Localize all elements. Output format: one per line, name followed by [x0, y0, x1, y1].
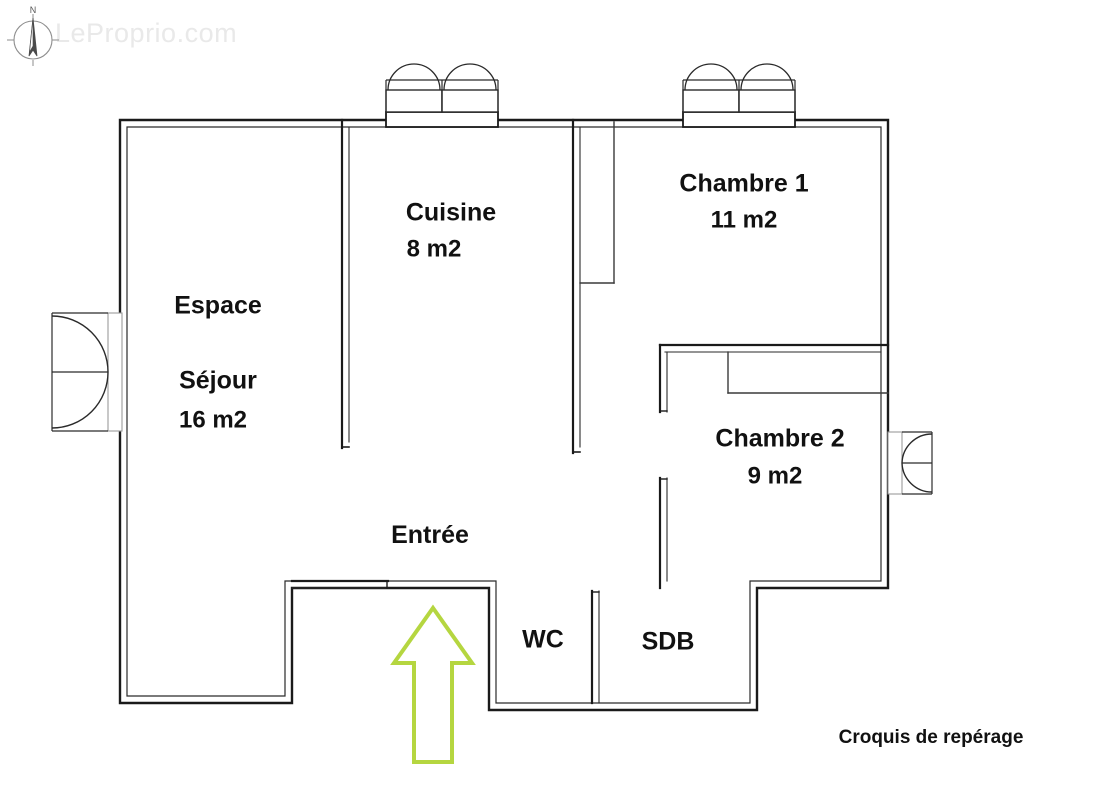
- partition-cuisine-hall: [571, 118, 581, 455]
- partition-chambre1-chambre2: [658, 343, 890, 353]
- room-wc-name: WC: [522, 626, 564, 654]
- room-label-chambre-1: Chambre 1 11 m2: [679, 170, 808, 234]
- watermark-text: LeProprio.com: [55, 18, 237, 48]
- compass-needle-highlight: [29, 17, 34, 53]
- room-label-espace-sejour: Espace Séjour 16 m2: [174, 292, 262, 434]
- window-bedroom1-frame: [682, 111, 796, 128]
- partition-wc-sdb: [590, 589, 600, 705]
- room-sdb-name: SDB: [642, 628, 695, 656]
- room-chambre2-name: Chambre 2: [715, 425, 844, 453]
- windows-group: [385, 63, 796, 128]
- entry-label: Entrée: [391, 521, 469, 549]
- entry-arrow: [390, 604, 476, 764]
- wall-chambre2-west-lower: [658, 476, 668, 590]
- door-chambre2-east-swing-lower: [901, 462, 933, 493]
- room-espace-name-line1: Espace: [174, 292, 262, 320]
- window-kitchen: [385, 63, 499, 128]
- wall-chambre2-west-upper: [658, 343, 668, 414]
- room-label-wc: WC: [522, 626, 564, 654]
- room-labels: Espace Séjour 16 m2 Cuisine 8 m2 Chambre…: [174, 170, 844, 656]
- compass-rose: N: [7, 5, 59, 66]
- compass-north-label: N: [30, 5, 37, 15]
- room-cuisine-area: 8 m2: [407, 235, 462, 262]
- window-bedroom1-leaf-right-box: [738, 89, 796, 113]
- doors-group: [51, 312, 933, 495]
- door-sejour-west: [51, 312, 123, 432]
- closet-chambre1: [579, 121, 615, 284]
- room-chambre1-name: Chambre 1: [679, 170, 808, 198]
- window-bedroom1-leaf-left-box: [682, 89, 740, 113]
- room-chambre1-area: 11 m2: [711, 206, 778, 233]
- room-label-cuisine: Cuisine 8 m2: [406, 199, 496, 263]
- door-sejour-west-swing-lower: [51, 371, 109, 429]
- door-sejour-west-frame: [107, 312, 123, 432]
- door-sejour-west-swing-upper: [51, 315, 109, 373]
- door-chambre2-east-frame: [887, 431, 903, 495]
- window-kitchen-frame: [385, 111, 499, 128]
- window-bedroom1: [682, 63, 796, 128]
- room-chambre2-area: 9 m2: [748, 462, 803, 489]
- closet-chambre2: [727, 351, 889, 394]
- entry-arrow-shape: [390, 604, 476, 764]
- plan-caption: Croquis de repérage: [839, 727, 1024, 748]
- room-label-sdb: SDB: [642, 628, 695, 656]
- wall-hall-south: [290, 579, 390, 589]
- room-espace-name-line2: Séjour: [179, 367, 257, 395]
- room-espace-area: 16 m2: [179, 406, 247, 433]
- door-chambre2-east: [887, 431, 933, 495]
- partition-sejour-cuisine: [340, 118, 350, 450]
- exterior-wall-inner: [126, 126, 882, 704]
- door-chambre2-east-swing-upper: [901, 433, 933, 464]
- room-cuisine-name: Cuisine: [406, 199, 496, 227]
- room-label-chambre-2: Chambre 2 9 m2: [715, 425, 844, 490]
- window-kitchen-leaf-right-box: [441, 89, 499, 113]
- watermark: LeProprio.com: [55, 18, 237, 48]
- window-kitchen-leaf-left-box: [385, 89, 443, 113]
